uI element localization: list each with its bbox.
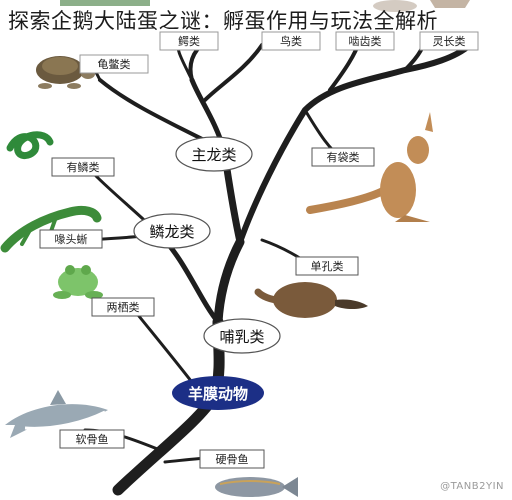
- snake-illustration: [6, 131, 54, 159]
- shark-illustration: [5, 390, 108, 438]
- node-amniotes: 羊膜动物: [172, 376, 264, 410]
- svg-text:啮齿类: 啮齿类: [349, 34, 382, 48]
- label-crocodilians: 鳄类: [159, 31, 219, 51]
- watermark: @TANB2YIN: [440, 481, 504, 492]
- label-cartilaginous-fish: 软骨鱼: [59, 429, 125, 449]
- svg-text:硬骨鱼: 硬骨鱼: [216, 452, 249, 466]
- platypus-illustration: [254, 282, 368, 318]
- label-primates: 灵长类: [419, 31, 479, 51]
- svg-text:单孔类: 单孔类: [311, 259, 344, 273]
- svg-text:灵长类: 灵长类: [433, 34, 466, 48]
- turtle-illustration: [36, 56, 95, 89]
- svg-text:龟鳖类: 龟鳖类: [98, 57, 131, 71]
- svg-text:主龙类: 主龙类: [191, 146, 236, 164]
- svg-text:喙头蜥: 喙头蜥: [55, 233, 88, 246]
- page-title: 探索企鹅大陆蛋之谜：孵蛋作用与玩法全解析: [8, 9, 438, 33]
- label-turtles: 龟鳖类: [79, 54, 149, 74]
- svg-text:软骨鱼: 软骨鱼: [76, 432, 109, 446]
- frog-illustration: [53, 265, 103, 299]
- svg-text:哺乳类: 哺乳类: [219, 328, 264, 346]
- label-bony-fish: 硬骨鱼: [199, 449, 265, 469]
- svg-text:羊膜动物: 羊膜动物: [188, 385, 248, 403]
- label-monotremes: 单孔类: [295, 256, 359, 276]
- label-birds: 鸟类: [261, 31, 321, 51]
- top-animals: [60, 0, 470, 12]
- svg-text:鸟类: 鸟类: [280, 34, 302, 48]
- fish-illustration: [215, 477, 298, 497]
- label-marsupials: 有袋类: [311, 147, 375, 167]
- label-tuatara: 喙头蜥: [39, 229, 103, 249]
- label-rodents: 啮齿类: [335, 31, 395, 51]
- node-mammals: 哺乳类: [203, 318, 281, 354]
- kangaroo-illustration: [306, 112, 433, 222]
- label-amphibians: 两栖类: [91, 297, 155, 317]
- svg-text:鳞龙类: 鳞龙类: [149, 223, 194, 241]
- svg-text:两栖类: 两栖类: [107, 300, 140, 314]
- svg-text:有鳞类: 有鳞类: [67, 160, 100, 174]
- svg-text:有袋类: 有袋类: [327, 150, 360, 164]
- svg-text:鳄类: 鳄类: [178, 34, 200, 48]
- node-lepidosaurs: 鳞龙类: [133, 213, 211, 249]
- tree-branches: [73, 34, 473, 496]
- node-archosaurs: 主龙类: [175, 136, 253, 172]
- label-squamates-leaf: 有鳞类: [51, 157, 115, 177]
